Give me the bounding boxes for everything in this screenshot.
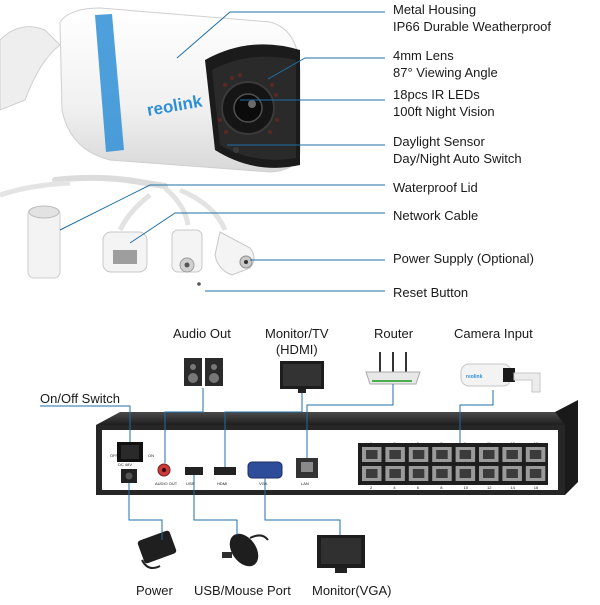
feature-label-line2: IP66 Durable Weatherproof (393, 19, 552, 34)
poe-port-socket (506, 469, 518, 478)
nvr-illustration: OFF ON DC 48V AUDIO OUT USB HDMI VGA LAN… (96, 400, 578, 495)
waterproof-lid-illustration (27, 205, 61, 279)
camera-input-title: Camera Input (454, 326, 533, 341)
feature-label: 18pcs IR LEDs 100ft Night Vision (393, 86, 495, 120)
usb-mouse-icon (222, 533, 269, 567)
camera-input-brand: reolink (466, 374, 483, 380)
speakers-icon (184, 358, 223, 386)
feature-label-line1: Waterproof Lid (393, 180, 478, 195)
poe-port-socket (529, 450, 542, 459)
on-label: ON (148, 453, 154, 458)
poe-port-socket (483, 450, 495, 459)
poe-port-socket (366, 450, 378, 459)
port-number: 5 (417, 441, 420, 446)
monitor-tv-title-line2: (HDMI) (275, 342, 318, 357)
poe-port-socket (529, 469, 542, 478)
poe-port-socket (436, 469, 448, 478)
port-numbers-bottom: 2 4 6 8 10 12 14 16 (370, 485, 539, 490)
vga-label: VGA (259, 481, 268, 486)
port-number: 8 (440, 485, 443, 490)
feature-label: Power Supply (Optional) (393, 250, 534, 267)
dc-label: DC 48V (118, 462, 132, 467)
feature-label-line1: Power Supply (Optional) (393, 251, 534, 266)
feature-label-line2: Day/Night Auto Switch (393, 151, 522, 166)
feature-label: Reset Button (393, 284, 468, 301)
hdmi-monitor-icon (280, 361, 324, 393)
port-number: 2 (370, 485, 373, 490)
usb-mouse-port-title: USB/Mouse Port (194, 583, 291, 598)
poe-port-socket (506, 450, 518, 459)
port-number: 7 (440, 441, 443, 446)
poe-port-block (362, 447, 546, 481)
port-number: 10 (464, 485, 469, 490)
usb-label: USB (186, 481, 195, 486)
monitor-vga-title: Monitor(VGA) (312, 583, 392, 598)
port-number: 4 (393, 485, 396, 490)
poe-port-socket (436, 450, 448, 459)
poe-port-socket (389, 469, 401, 478)
nvr-connection-lines (40, 384, 494, 540)
feature-label: Waterproof Lid (393, 179, 478, 196)
hdmi-label: HDMI (217, 481, 227, 486)
poe-port-socket (459, 469, 472, 478)
port-number: 6 (417, 485, 420, 490)
port-number: 11 (487, 441, 492, 446)
feature-label-line1: Daylight Sensor (393, 134, 485, 149)
feature-label: Network Cable (393, 207, 478, 224)
on-off-switch-title: On/Off Switch (40, 391, 120, 406)
router-icon (365, 352, 421, 385)
power-connector-illustration (163, 186, 203, 273)
router-title: Router (374, 326, 414, 341)
port-number: 14 (510, 485, 515, 490)
poe-port-socket (366, 469, 378, 478)
poe-port-socket (412, 450, 425, 459)
lan-label: LAN (301, 481, 309, 486)
poe-port-socket (412, 469, 425, 478)
camera-illustration: reolink (0, 7, 301, 286)
power-title: Power (136, 583, 173, 598)
monitor-tv-title: Monitor/TV (HDMI) (265, 326, 329, 358)
poe-port-socket (389, 450, 401, 459)
feature-label-line2: 87° Viewing Angle (393, 65, 498, 80)
feature-label-line1: 4mm Lens (393, 48, 454, 63)
poe-port-socket (459, 450, 472, 459)
port-number: 15 (534, 441, 539, 446)
feature-label-line1: 18pcs IR LEDs (393, 87, 480, 102)
feature-label-line1: Metal Housing (393, 2, 477, 17)
port-number: 9 (464, 441, 467, 446)
camera-leader-lines (59, 11, 385, 292)
port-number: 1 (370, 441, 373, 446)
poe-port-socket (483, 469, 495, 478)
feature-label-line2: 100ft Night Vision (393, 104, 495, 119)
vga-monitor-icon (317, 535, 365, 573)
feature-label-line1: Reset Button (393, 285, 469, 300)
off-label: OFF (110, 453, 119, 458)
monitor-tv-title-line1: Monitor/TV (265, 326, 329, 341)
feature-label: 4mm Lens 87° Viewing Angle (393, 47, 498, 81)
port-number: 16 (534, 485, 539, 490)
port-number: 13 (510, 441, 515, 446)
audio-out-label: AUDIO OUT (155, 481, 178, 486)
feature-label-line1: Network Cable (393, 208, 479, 223)
camera-input-icon: reolink (460, 363, 541, 393)
port-number: 12 (487, 485, 492, 490)
port-number: 3 (393, 441, 396, 446)
power-adapter-icon (137, 530, 177, 569)
audio-out-title: Audio Out (173, 326, 231, 341)
dc-connector-illustration (179, 187, 255, 276)
network-connector-illustration (102, 193, 152, 273)
